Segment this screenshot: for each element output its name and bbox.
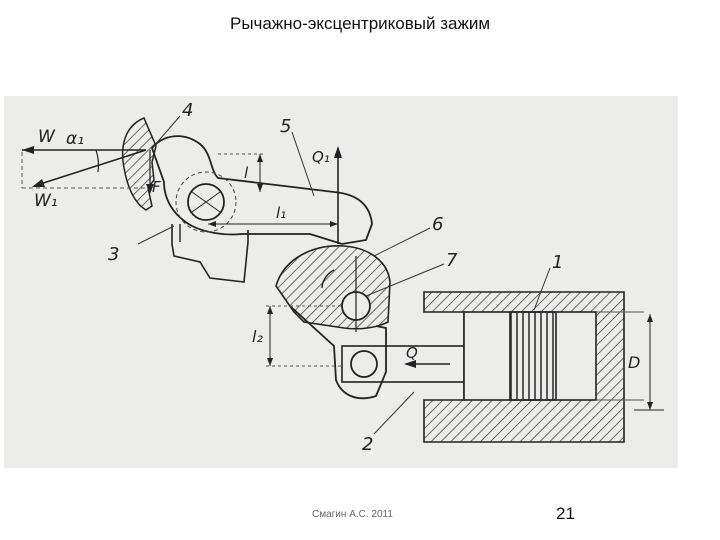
page-number: 21 — [556, 504, 575, 523]
piston-1 — [509, 311, 557, 401]
label-W1: W₁ — [34, 191, 58, 211]
label-4: 4 — [182, 100, 193, 121]
label-D: D — [628, 353, 640, 372]
label-5: 5 — [280, 116, 291, 137]
label-Q: Q — [406, 344, 418, 362]
link-2 — [289, 305, 387, 400]
pivot-3 — [187, 183, 225, 221]
mechanism-drawing: W α₁ W₁ F 3 4 5 Q₁ l l₁ 6 7 1 l₂ Q D 2 — [4, 96, 678, 468]
support-bracket — [171, 224, 249, 283]
label-3: 3 — [108, 244, 119, 265]
lever-5 — [150, 135, 373, 245]
label-l: l — [244, 164, 249, 182]
footer-author: Смагин А.С. 2011 — [312, 509, 393, 520]
label-l1: l₁ — [276, 204, 286, 222]
label-F: F — [152, 178, 161, 196]
label-Q1: Q₁ — [312, 148, 330, 166]
jaw-part-4 — [121, 117, 157, 211]
label-7: 7 — [446, 250, 458, 271]
label-l2: l₂ — [252, 327, 263, 346]
eccentric-6 — [275, 245, 391, 330]
label-alpha1: α₁ — [66, 129, 84, 149]
slide-title: Рычажно-эксцентриковый зажим — [229, 14, 491, 33]
label-2: 2 — [362, 434, 373, 455]
label-6: 6 — [432, 214, 443, 235]
technical-drawing-svg: W α₁ W₁ F 3 4 5 Q₁ l l₁ 6 7 1 l₂ Q D 2 — [21, 100, 664, 455]
label-1: 1 — [552, 252, 563, 273]
force-W1 — [33, 149, 147, 187]
rod-pin — [350, 350, 378, 378]
label-W: W — [38, 127, 56, 147]
